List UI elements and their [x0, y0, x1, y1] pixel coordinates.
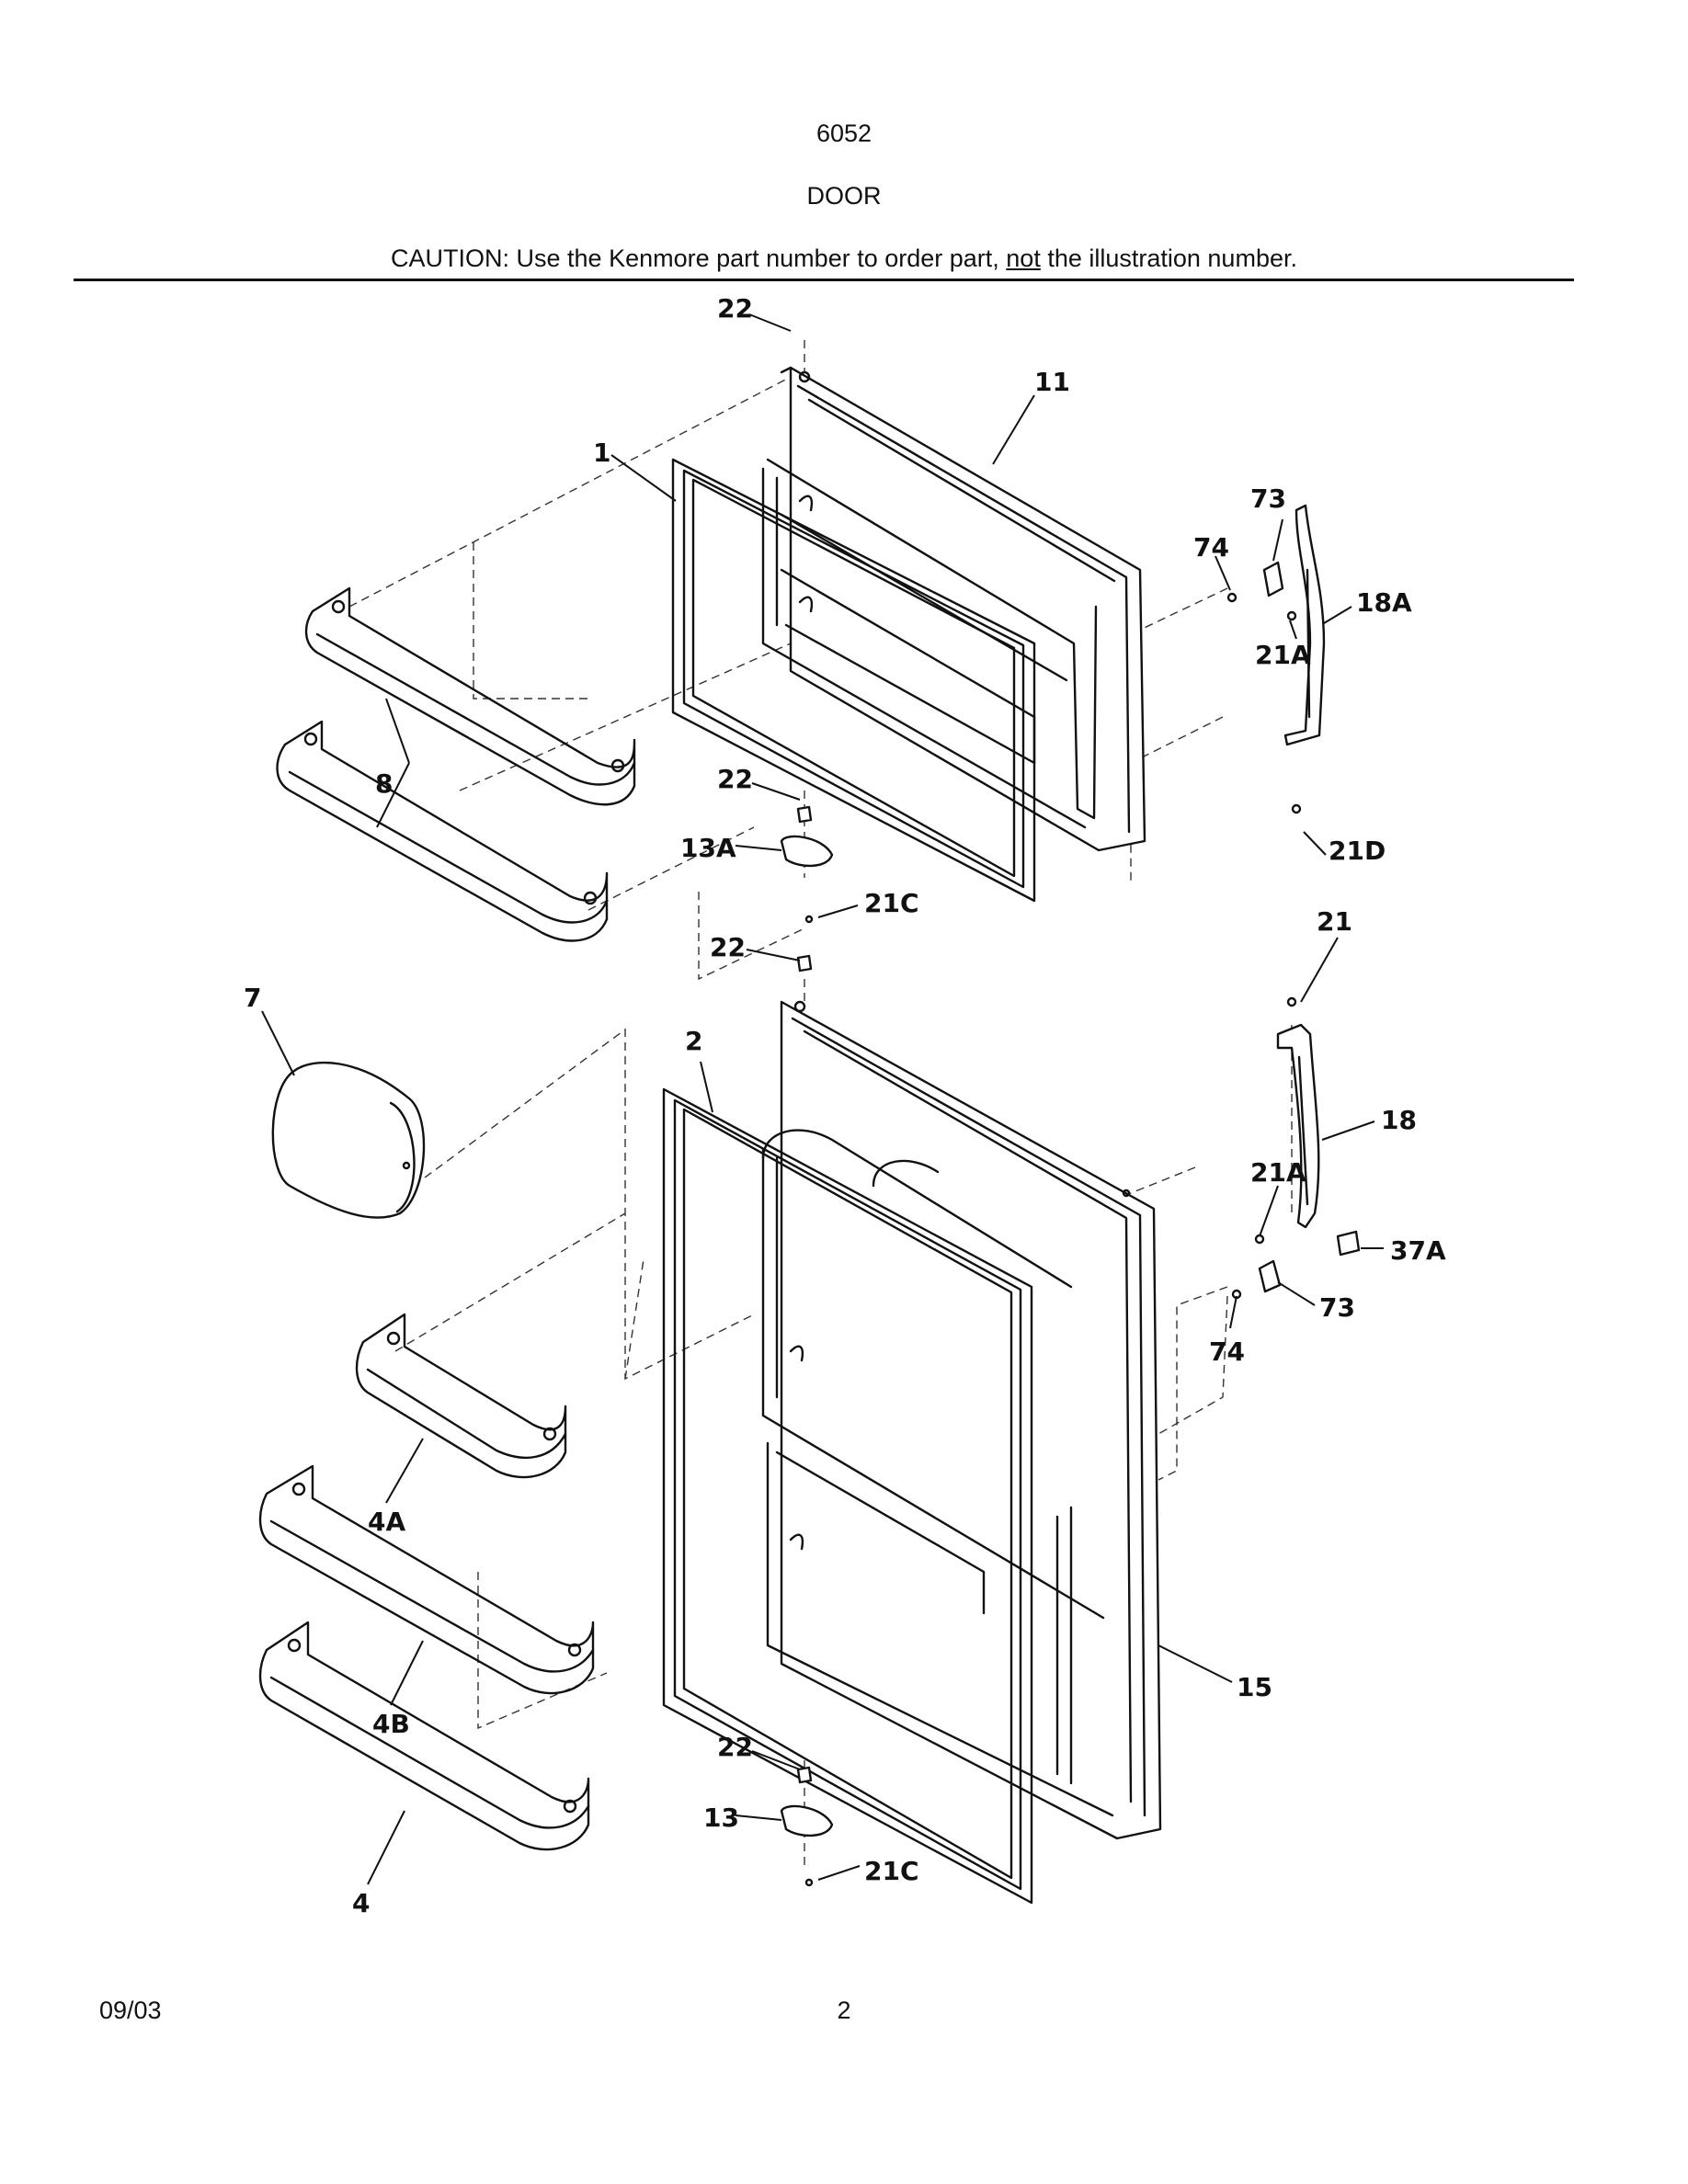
label-73-upper: 73: [1250, 483, 1286, 514]
hinge-bracket-18: [1276, 1023, 1320, 1229]
label-22-top: 22: [717, 293, 753, 324]
label-4A: 4A: [368, 1507, 405, 1537]
page-number: 2: [837, 1996, 851, 2024]
section-title: DOOR: [806, 182, 882, 210]
small-hardware: [780, 561, 1361, 1887]
part-labels: 22 11 1 73 74 18A 21A 8 22 13A 21C 21D 2…: [244, 293, 1446, 1918]
label-21D: 21D: [1329, 836, 1386, 866]
label-21C-lower: 21C: [864, 1856, 919, 1886]
model-number: 6052: [815, 119, 873, 147]
label-13A: 13A: [680, 833, 736, 863]
door-shelf-4B: [258, 1464, 595, 1695]
label-18A: 18A: [1356, 587, 1412, 618]
label-11: 11: [1034, 367, 1070, 397]
label-15: 15: [1237, 1672, 1272, 1702]
fresh-food-door-15: [761, 1000, 1162, 1840]
header-rule: [74, 279, 1574, 281]
label-21C-upper: 21C: [864, 888, 919, 918]
label-13: 13: [703, 1803, 739, 1833]
label-37A: 37A: [1390, 1235, 1446, 1266]
label-22-mid: 22: [717, 764, 753, 794]
label-74-upper: 74: [1193, 532, 1229, 563]
door-gasket-2: [662, 1087, 1033, 1905]
caution-note: CAUTION: Use the Kenmore part number to …: [0, 245, 1688, 273]
label-1: 1: [593, 438, 610, 468]
label-73-lower: 73: [1319, 1292, 1355, 1323]
door-gasket-1: [671, 458, 1036, 903]
label-4B: 4B: [372, 1709, 410, 1739]
label-74-lower: 74: [1209, 1337, 1245, 1367]
label-22-bottom: 22: [717, 1732, 753, 1762]
top-hinge-18A: [1283, 504, 1326, 746]
door-shelf-8-upper: [304, 586, 636, 806]
leader-lines: [261, 313, 1384, 1885]
door-shelf-8-lower: [276, 720, 609, 942]
caution-emphasis: not: [1006, 245, 1041, 272]
label-21: 21: [1317, 906, 1352, 937]
dairy-bin-7: [271, 1061, 426, 1219]
label-8: 8: [375, 768, 393, 799]
label-4: 4: [352, 1888, 370, 1918]
label-21A-lower: 21A: [1250, 1157, 1306, 1188]
door-shelf-4A: [355, 1313, 567, 1479]
label-2: 2: [685, 1026, 702, 1056]
caution-text-end: the illustration number.: [1040, 245, 1297, 272]
label-7: 7: [244, 983, 261, 1013]
revision-date: 09/03: [99, 1996, 162, 2024]
label-21A-upper: 21A: [1255, 640, 1311, 670]
label-18: 18: [1381, 1105, 1417, 1135]
door-shelf-4: [258, 1621, 590, 1851]
label-22-lower-top: 22: [710, 932, 746, 962]
caution-text-start: CAUTION: Use the Kenmore part number to …: [391, 245, 1007, 272]
